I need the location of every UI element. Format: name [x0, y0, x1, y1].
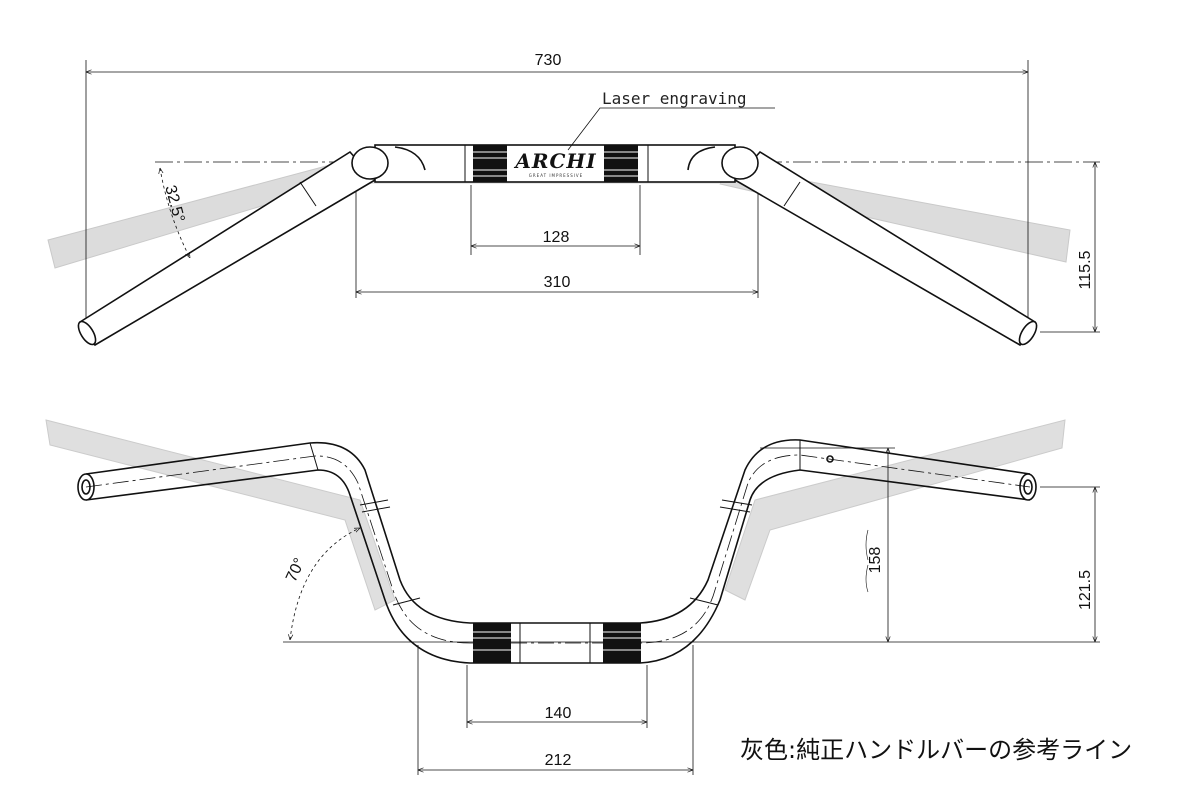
dim-bend-angle: 70°	[283, 556, 309, 585]
archi-logo: ARCHI	[513, 149, 596, 173]
top-knurling	[473, 145, 638, 182]
logo-tagline: GREAT IMPRESSIVE	[529, 173, 583, 178]
front-reflines	[283, 447, 1100, 775]
front-knurling	[473, 623, 641, 663]
dim-grip-height: 121.5	[1077, 570, 1094, 610]
dim-grip-spacing: 310	[544, 274, 571, 291]
dim-overall-width: 730	[535, 52, 562, 69]
angle-arc-front	[290, 528, 360, 640]
legend-note: 灰色:純正ハンドルバーの参考ライン	[740, 736, 1133, 764]
front-handlebar	[77, 439, 1037, 664]
dim-rise: 115.5	[1077, 250, 1094, 289]
laser-callout-leader	[567, 107, 775, 151]
dim-knurl-span-top: 128	[543, 229, 570, 246]
dim-knurl-span-front: 140	[545, 705, 572, 722]
paren-158	[865, 529, 869, 593]
front-stock-bar-reference	[45, 419, 1066, 611]
top-handlebar	[77, 144, 1038, 347]
top-view: ARCHI GREAT IMPRESSIVE Laser engraving 7…	[47, 52, 1100, 347]
dim-bottom-width: 212	[545, 752, 572, 769]
angle-arc-top	[160, 168, 190, 258]
front-view: 140 212 158 121.5 70°	[45, 419, 1100, 775]
laser-engraving-callout: Laser engraving	[602, 89, 747, 108]
dim-height: 158	[867, 547, 884, 574]
